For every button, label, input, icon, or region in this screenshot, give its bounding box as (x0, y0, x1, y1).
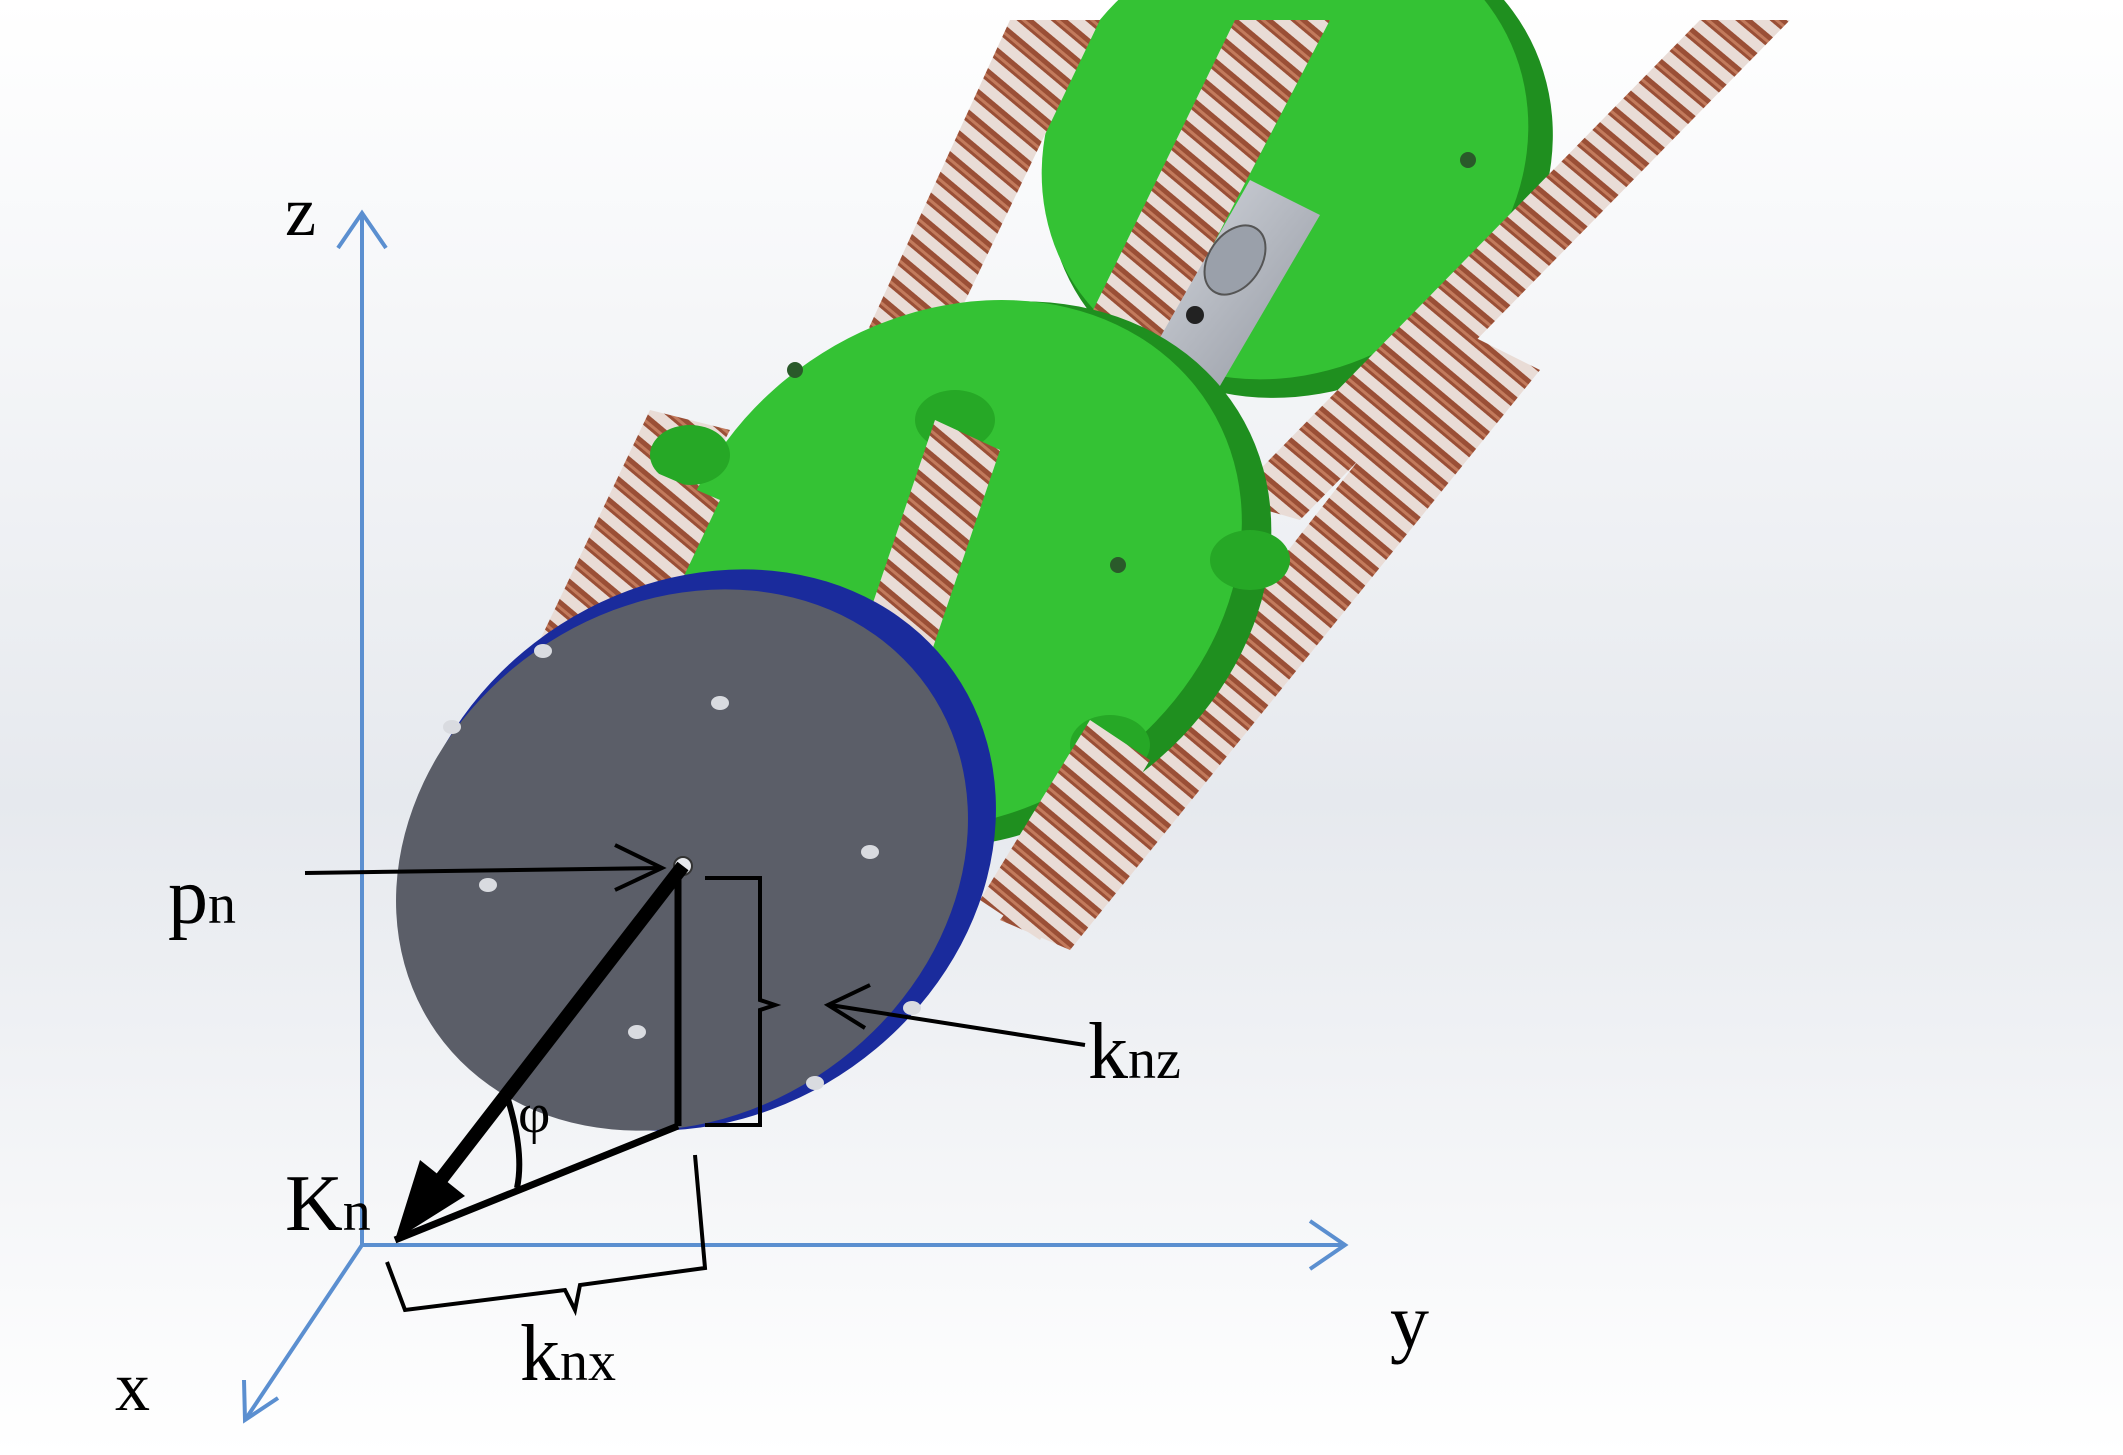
knz-pointer-head (823, 983, 871, 1030)
pn-main: p (168, 853, 208, 941)
knx-brace (385, 1154, 708, 1317)
x-axis-label: x (115, 1349, 150, 1426)
pn-pointer-line (304, 866, 661, 875)
vector-kn-line (419, 861, 689, 1205)
spring-rod-upper-right (1230, 20, 1790, 520)
knx-sub: nx (560, 1331, 616, 1393)
end-plate-holes (443, 644, 921, 1090)
z-axis-arrowhead (336, 209, 388, 250)
y-axis-label: y (1390, 1278, 1429, 1365)
knz-pointer-line (829, 1003, 1086, 1047)
knx-label: knx (520, 1310, 616, 1398)
knz-label: knz (1088, 1008, 1181, 1096)
knz-sub: nz (1128, 1029, 1181, 1091)
triangle-horizontal-leg (393, 1122, 680, 1244)
coordinate-axes (242, 209, 1349, 1424)
knz-brace (705, 876, 782, 1127)
labels: z y x pn Kn φ knz knx (115, 174, 1429, 1426)
vector-kn-arrowhead (395, 1160, 465, 1240)
kn-label: Kn (285, 1160, 371, 1248)
x-axis (243, 1243, 364, 1422)
pn-label: pn (168, 853, 236, 941)
pn-pointer-head (614, 843, 667, 892)
phi-label: φ (518, 1083, 550, 1145)
y-axis-arrowhead (1308, 1219, 1349, 1271)
spring-rod-lower-right (1000, 330, 1540, 950)
kn-sub: n (343, 1181, 371, 1243)
x-axis-arrowhead (242, 1379, 280, 1424)
knx-main: k (520, 1310, 560, 1398)
angle-arc (502, 1089, 523, 1189)
kn-main: K (285, 1160, 343, 1248)
knz-main: k (1088, 1008, 1128, 1096)
annotations (304, 843, 1086, 1317)
pn-sub: n (208, 874, 236, 936)
mechanism-illustration (396, 0, 1790, 1131)
z-axis-label: z (285, 174, 316, 251)
end-plate (396, 569, 996, 1131)
